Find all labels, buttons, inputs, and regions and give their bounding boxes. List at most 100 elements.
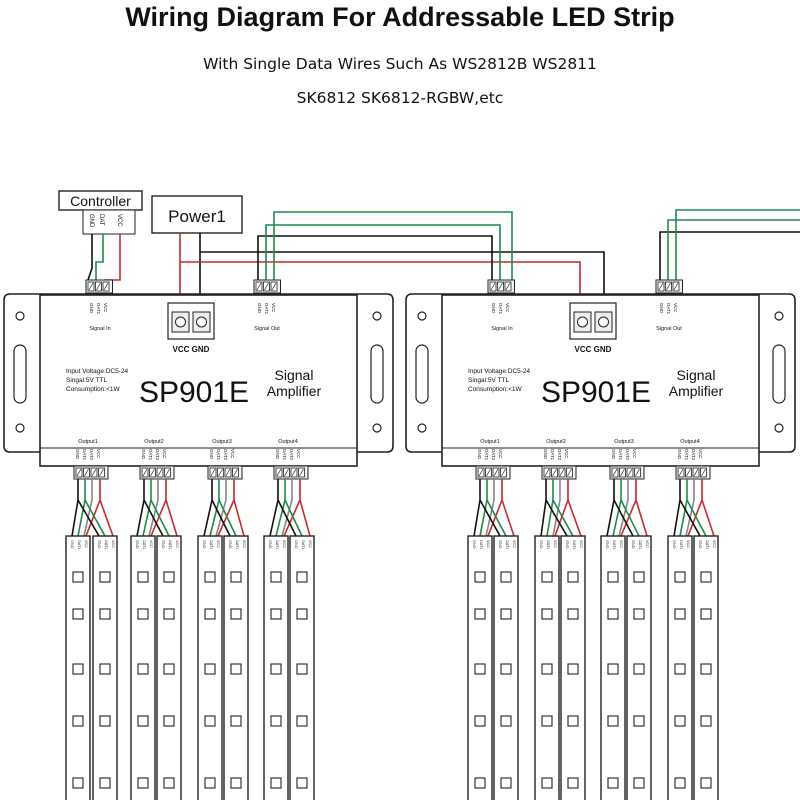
pin-label: VCC	[512, 540, 516, 548]
terminal-screw	[276, 468, 282, 477]
pin-label: DAT1	[550, 449, 555, 461]
power-wire-vcc-right	[180, 261, 581, 303]
mount-hole	[372, 311, 382, 321]
pin-label: VCC	[149, 540, 153, 548]
led-chip-icon	[607, 571, 619, 583]
pin-label: GND	[209, 449, 214, 460]
pin-label: DAT2	[223, 449, 228, 461]
terminal-screw	[150, 468, 155, 477]
led-chip-icon	[674, 777, 686, 789]
terminal-screw	[210, 468, 216, 477]
pin-label: DAT2	[89, 449, 94, 461]
pin-label: VCC	[282, 540, 286, 548]
terminal-screw	[552, 468, 557, 477]
terminal-screw	[505, 282, 511, 291]
terminal-screw	[666, 282, 671, 291]
wire-gnd	[479, 499, 501, 537]
signal-exit-dat-2	[675, 209, 800, 280]
spec-voltage: Input Voltage:DC5-24	[66, 368, 129, 375]
pin-label: VCC	[242, 540, 246, 548]
output-wires-right-3	[606, 479, 648, 537]
pin-label: GND	[97, 540, 101, 549]
led-chip-icon	[567, 663, 579, 675]
signal-link-dat-2	[273, 211, 513, 280]
terminal-screw	[678, 468, 684, 477]
controller-wire-vcc	[104, 234, 121, 281]
terminal-screw	[291, 468, 297, 477]
pin-label: GND	[672, 540, 676, 549]
pin-label: DAT1	[148, 449, 153, 461]
led-chip-icon	[137, 715, 149, 727]
signal-link-dat	[265, 224, 501, 280]
terminal-screw	[165, 468, 170, 477]
pin-label: DAT1	[82, 449, 87, 461]
mount-hole	[774, 311, 784, 321]
output-terminal-4	[675, 465, 711, 480]
diagram-title: Wiring Diagram For Addressable LED Strip	[125, 2, 675, 32]
terminal-screw	[493, 468, 499, 477]
pin-label: GND	[89, 303, 94, 314]
wire-gnd	[613, 499, 634, 537]
wire-vcc	[233, 499, 245, 537]
led-chip-icon	[230, 571, 242, 583]
wire-data2	[148, 479, 159, 537]
pin-label: GND	[202, 540, 206, 549]
pin-label: VCC	[111, 540, 115, 548]
led-chip-icon	[72, 663, 84, 675]
wire-data	[284, 499, 303, 537]
led-chip-icon	[163, 777, 175, 789]
led-chip-icon	[99, 777, 111, 789]
pin-label: VCC	[686, 540, 690, 548]
led-chip-icon	[700, 777, 712, 789]
pin-label: VCC	[505, 303, 510, 313]
led-chip-icon	[541, 715, 553, 727]
spec-consumption: Consumption:<1W	[468, 386, 523, 393]
terminal-screw	[284, 468, 289, 477]
controller-pin-gnd: GND	[88, 214, 94, 228]
pin-label: DAT1	[618, 449, 623, 461]
terminal-screw	[84, 468, 89, 477]
output-wires-left-4	[269, 479, 311, 537]
pin-label: VCC	[498, 449, 503, 459]
controller-wire-data	[95, 234, 104, 280]
signal-out-label: Signal Out	[254, 326, 280, 332]
terminal-screw	[478, 468, 484, 477]
output-label-1: Output1	[78, 439, 98, 445]
pin-label: GND	[141, 449, 146, 460]
wire-gnd	[77, 499, 100, 537]
spec-signal: Singal:5V TTL	[66, 377, 107, 384]
terminal-screw	[99, 468, 104, 477]
wire-vcc	[85, 479, 101, 537]
output-terminal-2	[139, 465, 175, 480]
mount-hole	[372, 423, 382, 433]
terminal-screw	[686, 468, 691, 477]
pin-label: DAT2	[289, 449, 294, 461]
pin-label: DAT2	[691, 449, 696, 461]
power-terminal	[167, 302, 215, 340]
wire-data	[686, 499, 707, 537]
pin-label: DAT1	[235, 540, 239, 549]
output-wires-left-1	[71, 479, 114, 537]
controller-pin-box	[82, 209, 136, 235]
power-screw-icon	[196, 316, 207, 328]
terminal-screw	[256, 282, 262, 291]
terminal-screw	[218, 468, 223, 477]
led-chip-icon	[567, 715, 579, 727]
pin-label: GND	[472, 540, 476, 549]
led-chip-icon	[230, 715, 242, 727]
pin-label: VCC	[645, 540, 649, 548]
signal-in-label: Signal In	[491, 326, 512, 332]
terminal-screw	[157, 468, 163, 477]
pin-label: GND	[70, 540, 74, 549]
